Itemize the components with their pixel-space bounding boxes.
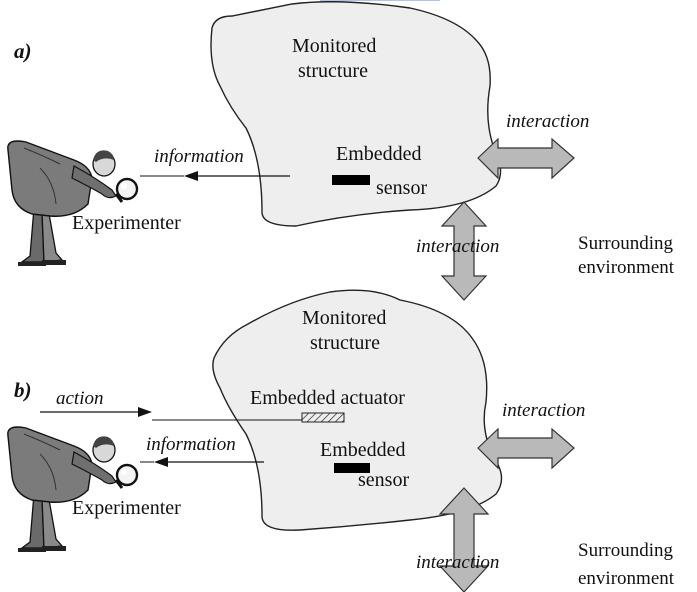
experimenter-label-b: Experimenter <box>72 497 181 519</box>
panel-b: b) Monitored structure Embedded actuator… <box>6 289 675 592</box>
interaction-arrow-down-a <box>440 201 488 301</box>
environment-label-b-2: environment <box>578 568 675 589</box>
structure-label-b-2: structure <box>310 332 380 354</box>
embedded-sensor-a <box>332 175 370 185</box>
information-label-a: information <box>154 146 244 167</box>
interaction-label-right-a: interaction <box>506 111 589 132</box>
information-arrowhead-a <box>184 171 198 181</box>
monitored-structure-shape-b <box>212 289 503 531</box>
information-label-b: information <box>146 434 236 455</box>
monitored-structure-shape-a <box>210 1 502 227</box>
structure-label-a-2: structure <box>298 60 368 82</box>
environment-label-b-1: Surrounding <box>578 540 674 561</box>
embedded-actuator-b <box>301 412 345 423</box>
action-label-b: action <box>56 388 104 409</box>
sensor-label-a-2: sensor <box>376 177 427 199</box>
interaction-arrow-right-b <box>477 427 575 470</box>
action-arrowhead-b <box>138 407 152 417</box>
experimenter-label-a: Experimenter <box>72 212 181 234</box>
interaction-label-down-b: interaction <box>416 552 499 573</box>
panel-b-label: b) <box>14 378 32 402</box>
environment-label-a-1: Surrounding <box>578 233 674 254</box>
panel-a: a) Monitored structure Embedded sensor i… <box>6 1 675 301</box>
experimenter-icon-b <box>6 425 139 554</box>
interaction-label-right-b: interaction <box>502 400 585 421</box>
experimenter-icon-a <box>6 139 139 268</box>
information-arrowhead-b <box>154 457 168 467</box>
sensor-label-b-2: sensor <box>358 469 409 491</box>
sensor-label-a-1: Embedded <box>336 143 422 165</box>
panel-a-label: a) <box>14 39 32 63</box>
structure-label-a-1: Monitored <box>292 35 376 57</box>
structure-label-b-1: Monitored <box>302 307 386 329</box>
embedded-sensor-b <box>334 463 370 473</box>
sensor-label-b-1: Embedded <box>320 439 406 461</box>
interaction-arrow-right-a <box>477 137 575 180</box>
interaction-arrow-down-b <box>438 487 490 592</box>
environment-label-a-2: environment <box>578 257 675 278</box>
actuator-label-b: Embedded actuator <box>250 387 405 409</box>
interaction-label-down-a: interaction <box>416 236 499 257</box>
